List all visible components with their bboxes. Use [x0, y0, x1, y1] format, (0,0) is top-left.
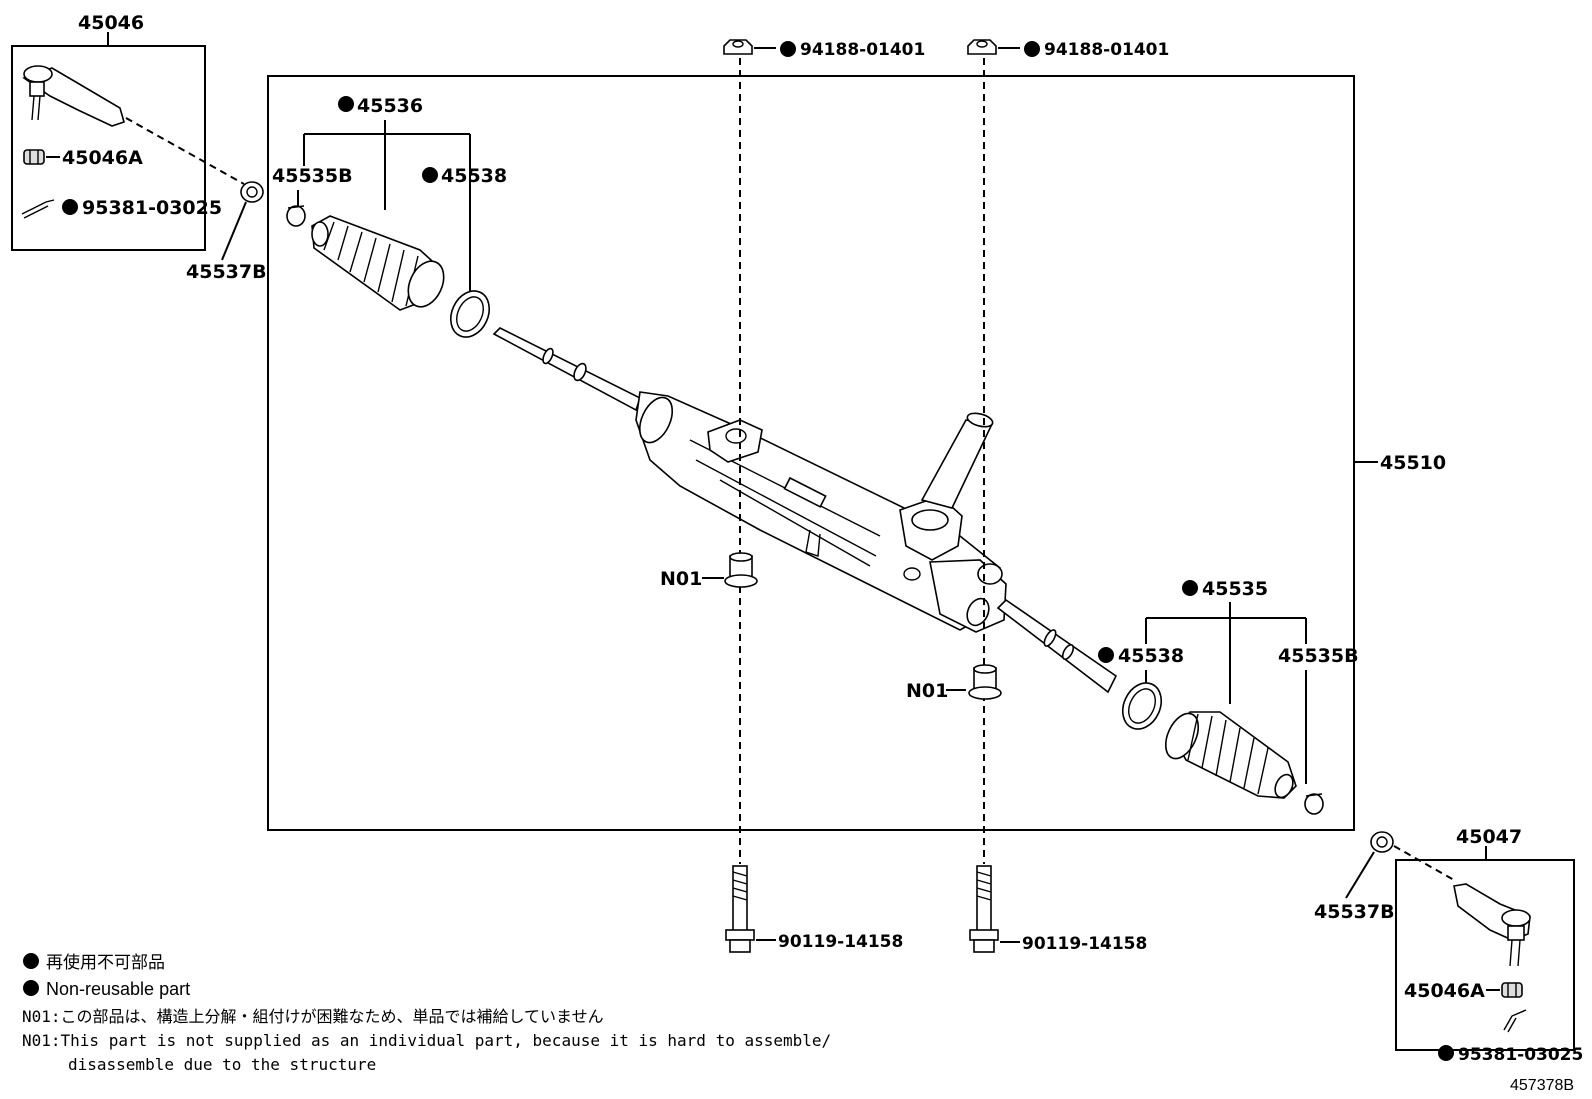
clip-rh-part: [1370, 831, 1394, 853]
boot-rh-part: [1164, 711, 1297, 799]
bushing-left-part: [724, 552, 758, 588]
bolt-nut-left-part: [723, 39, 753, 55]
bolt-nut-right-part: [967, 39, 997, 55]
clip-lh-part: [240, 181, 264, 203]
figure-id: 457378B: [1510, 1077, 1574, 1094]
tie-rod-end-lh-group: 45046 45046A 95381-03025: [11, 12, 222, 251]
tie-rod-end-lh-part: [22, 65, 125, 127]
bushing-left-label: N01: [660, 568, 702, 590]
boot-kit-lh-label: 45536: [357, 95, 423, 117]
bushing-right-part: [968, 664, 1002, 700]
boot-clamp-small-rh-part: [1304, 793, 1324, 815]
legend-en-text: Non-reusable part: [46, 979, 190, 999]
boot-clamp-small-rh-label: 45535B: [1278, 645, 1359, 667]
gear-assembly-label: 45510: [1380, 452, 1446, 474]
tie-rod-end-rh-label: 45047: [1456, 826, 1522, 848]
steering-rack-body: [492, 327, 1118, 694]
tie-rod-end-lh-label: 45046: [78, 12, 144, 34]
bolt-right-part: [969, 865, 999, 953]
boot-clamp-small-lh-label: 45535B: [272, 165, 353, 187]
clip-lh-label: 45537B: [186, 261, 267, 283]
note-n01-jp: N01:この部品は、構造上分解・組付けが困難なため、単品では補給していません: [22, 1007, 604, 1026]
boot-clamp-small-lh-part: [286, 205, 306, 227]
legend-jp-text: 再使用不可部品: [46, 952, 165, 973]
bolt-nut-right-label: 94188-01401: [1044, 40, 1169, 60]
boot-lh-part: [311, 215, 445, 311]
cotter-pin-lh-label: 95381-03025: [82, 197, 222, 219]
lock-nut-rh-label: 45046A: [1404, 980, 1485, 1002]
notes: N01:この部品は、構造上分解・組付けが困難なため、単品では補給していません N…: [22, 1007, 831, 1074]
boot-kit-rh-label: 45535: [1202, 578, 1268, 600]
bolt-right-label: 90119-14158: [1022, 934, 1147, 954]
tie-rod-end-rh-part: [1453, 883, 1531, 967]
boot-clamp-large-rh-label: 45538: [1118, 645, 1184, 667]
bolt-nut-left-label: 94188-01401: [800, 40, 925, 60]
boot-clamp-large-lh-part: [449, 290, 491, 338]
cotter-pin-rh-label: 95381-03025: [1458, 1045, 1583, 1065]
boot-clamp-large-lh-label: 45538: [441, 165, 507, 187]
note-n01-en-line2: disassemble due to the structure: [68, 1055, 376, 1074]
lock-nut-lh-label: 45046A: [62, 147, 143, 169]
gear-assembly-box: [267, 75, 1355, 831]
boot-clamp-large-rh-part: [1121, 682, 1163, 730]
lock-nut-lh-part: [23, 149, 45, 165]
bushing-right-label: N01: [906, 680, 948, 702]
legend: 再使用不可部品 Non-reusable part: [23, 952, 190, 999]
cotter-pin-rh-part: [1503, 1009, 1527, 1033]
note-n01-en-line1: N01:This part is not supplied as an indi…: [22, 1031, 831, 1050]
lock-nut-rh-part: [1501, 982, 1523, 998]
clip-rh-label: 45537B: [1314, 901, 1395, 923]
bolt-left-part: [725, 865, 755, 953]
tie-rod-end-rh-box: [1395, 859, 1575, 1051]
bolt-left-label: 90119-14158: [778, 932, 903, 952]
cotter-pin-lh-part: [21, 199, 55, 219]
tie-rod-end-rh-group: 45047 45046A 95381-03025: [1395, 826, 1583, 1065]
